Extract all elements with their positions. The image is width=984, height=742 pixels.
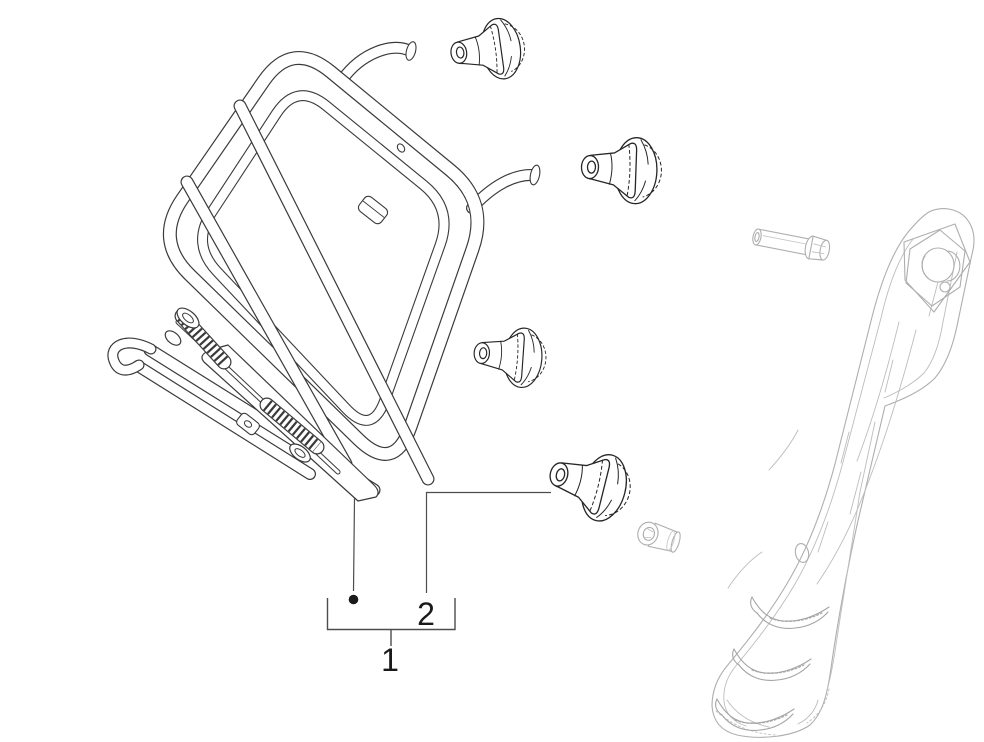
callout-label-2: 2 bbox=[417, 596, 435, 632]
latch-pocket bbox=[357, 195, 389, 225]
callouts: 1 2 bbox=[326, 491, 551, 678]
rubber-buffer-lower bbox=[541, 441, 639, 528]
horn-louvers bbox=[715, 596, 830, 731]
shouldered-screw bbox=[637, 521, 681, 553]
rack-handle-lower bbox=[466, 164, 541, 214]
rubber-buffer-right bbox=[579, 135, 664, 206]
lock-recess bbox=[903, 223, 971, 313]
rack-mount-hole bbox=[396, 143, 406, 153]
rack-cross-bar-2 bbox=[180, 175, 353, 471]
panel-silhouette bbox=[711, 208, 975, 738]
rubber-buffer-top bbox=[446, 14, 530, 87]
leader-line-2 bbox=[425, 491, 551, 593]
front-luggage-rack bbox=[107, 41, 541, 502]
spring-hook-upper bbox=[164, 330, 182, 346]
rack-cross-bar-1 bbox=[233, 99, 435, 486]
hex-flange-bolt bbox=[752, 228, 831, 261]
callout-label-1: 1 bbox=[381, 642, 399, 678]
spring-clip-lower bbox=[289, 443, 311, 463]
hex-recess bbox=[905, 229, 966, 307]
leader-line-1 bbox=[352, 497, 356, 592]
callout-bracket bbox=[326, 598, 456, 646]
leader-dot-1 bbox=[348, 594, 359, 605]
steering-cover-panel bbox=[711, 208, 975, 738]
coil-spring-lower bbox=[259, 397, 325, 455]
bumper-tab bbox=[236, 412, 260, 436]
spring-clip-upper bbox=[176, 307, 200, 329]
panel-hole bbox=[794, 543, 810, 563]
rack-outer-frame bbox=[162, 51, 485, 461]
rubber-buffer-middle bbox=[471, 324, 549, 390]
rack-handle-upper bbox=[336, 41, 417, 86]
